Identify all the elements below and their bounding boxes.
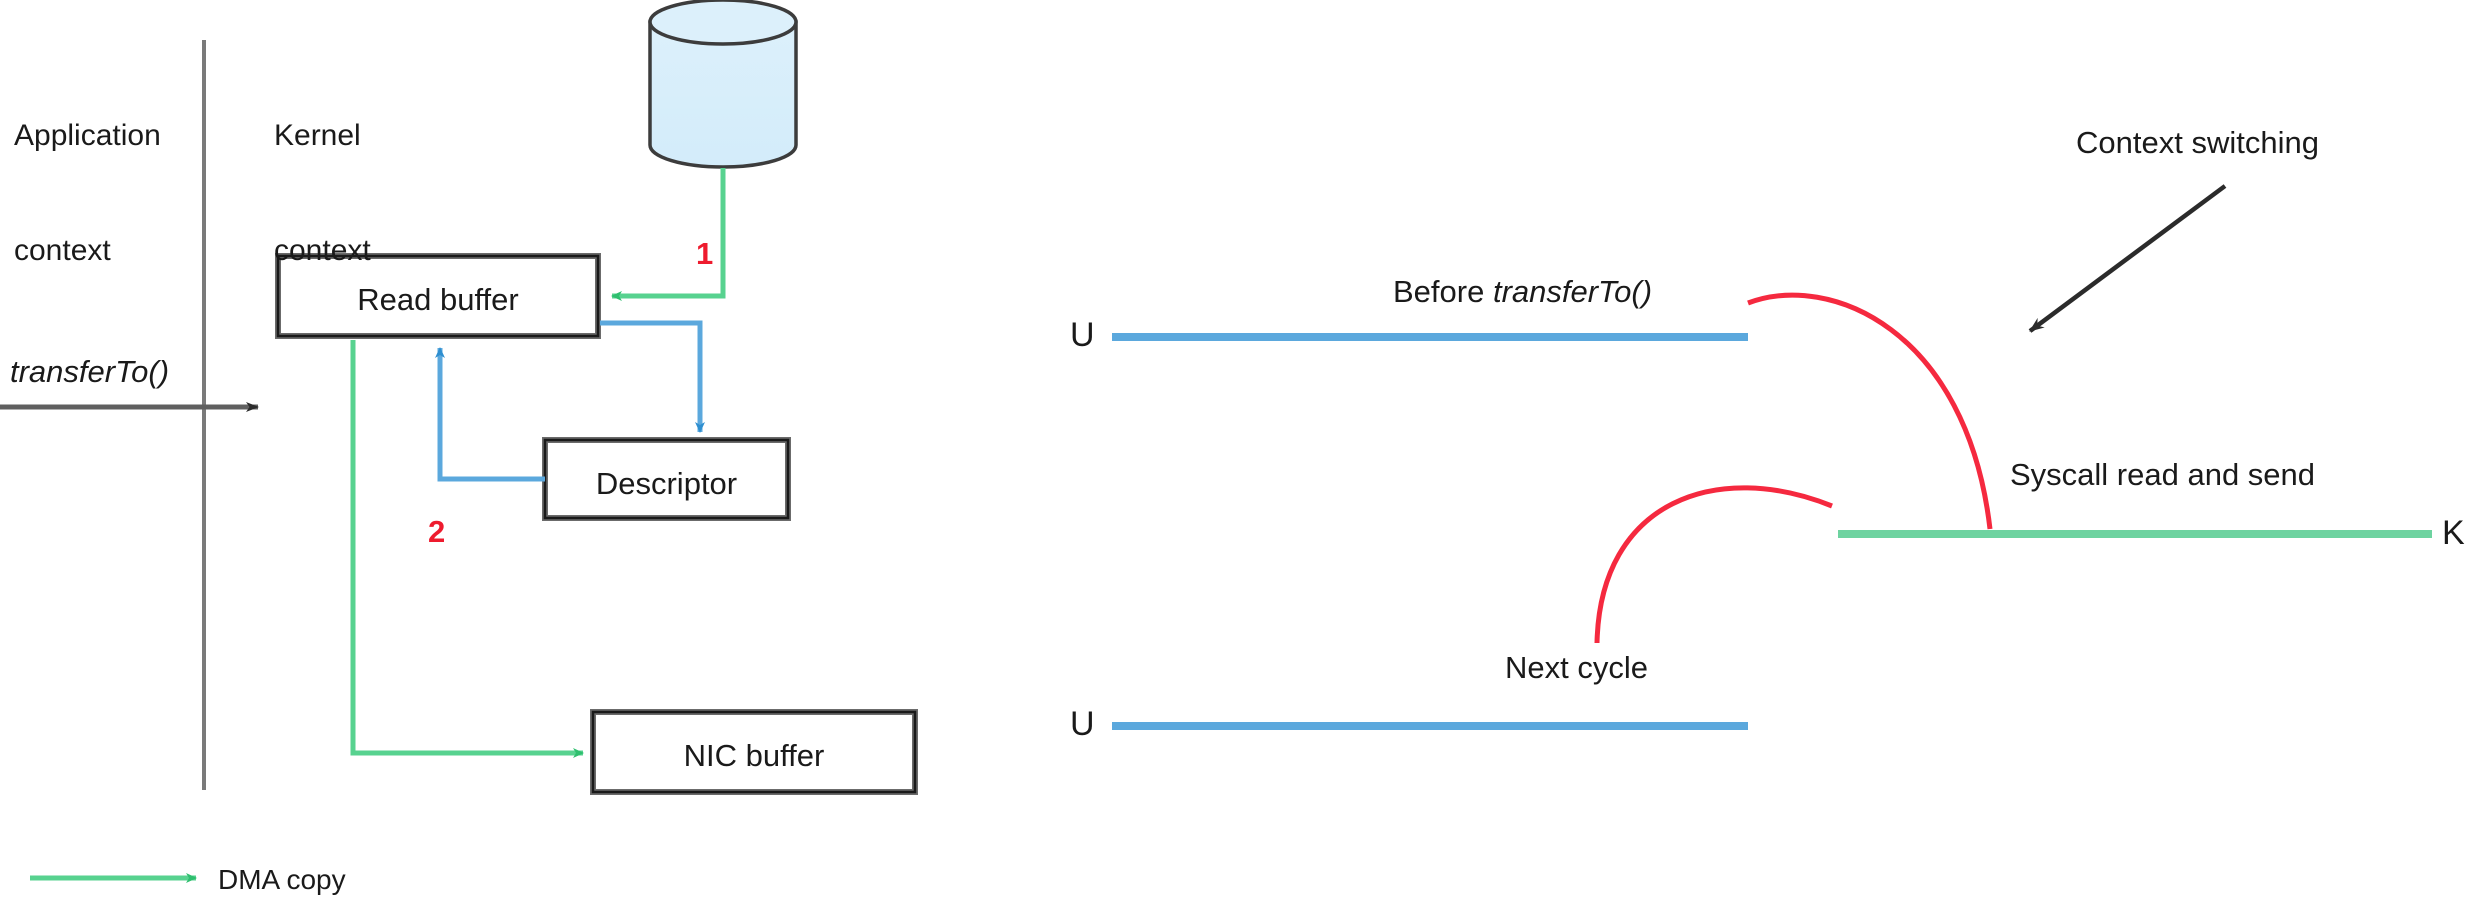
kernel-context-label: Kernel context	[274, 40, 371, 347]
user-lane-top-label: U	[1070, 316, 1095, 354]
read-buffer-box	[275, 253, 601, 339]
dma-arrow-readbuffer-to-nicbuffer	[350, 340, 584, 758]
legend-dma-copy-label: DMA copy	[218, 864, 346, 895]
read-buffer-label: Read buffer	[357, 282, 519, 317]
nic-buffer-box	[590, 709, 918, 795]
context-switch-curve-down	[1747, 292, 1993, 530]
application-context-label: Application context	[14, 40, 161, 347]
kernel-context-line1: Kernel	[274, 118, 361, 152]
kernel-lane-label: K	[2442, 514, 2465, 552]
transferto-entry-label: transferTo()	[10, 354, 170, 389]
next-cycle-label: Next cycle	[1505, 650, 1648, 685]
application-context-line1: Application	[14, 118, 161, 152]
context-switching-label: Context switching	[2076, 125, 2319, 160]
cpu-arrow-descriptor-to-readbuffer	[435, 347, 545, 482]
before-transferto-prefix: Before	[1393, 274, 1493, 309]
step-1-label: 1	[696, 236, 714, 271]
dma-arrow-disk-to-readbuffer	[611, 168, 726, 301]
before-transferto-italic: transferTo()	[1492, 274, 1653, 309]
disk-cylinder	[648, 0, 798, 169]
descriptor-label: Descriptor	[595, 466, 738, 501]
user-lane-bottom-label: U	[1070, 705, 1095, 743]
syscall-label: Syscall read and send	[2010, 457, 2316, 492]
step-2-label: 2	[428, 514, 446, 549]
nic-buffer-label: NIC buffer	[683, 738, 825, 773]
application-context-line2: context	[14, 233, 111, 267]
before-transferto-label: Before transferTo()	[1393, 272, 1652, 312]
kernel-context-line2: context	[274, 233, 371, 267]
cpu-arrow-readbuffer-to-descriptor	[600, 320, 705, 433]
context-switching-pointer-arrow	[2028, 184, 2227, 333]
context-switch-curve-up	[1594, 485, 1833, 644]
